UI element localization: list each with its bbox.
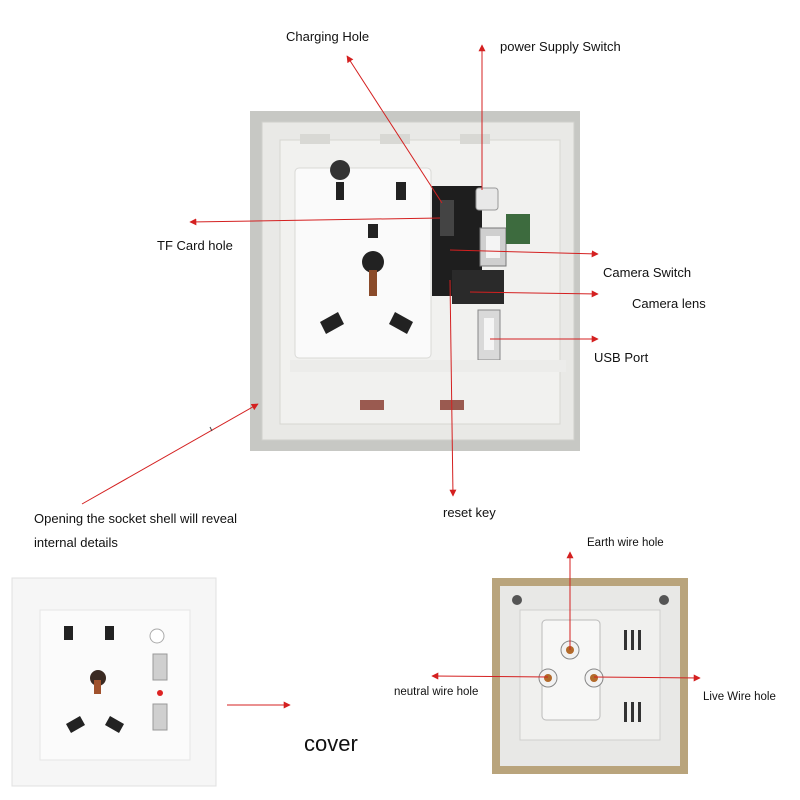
label-usb-port: USB Port: [594, 350, 649, 365]
opened-socket-photo: [250, 111, 580, 451]
socket-back-photo: [492, 578, 688, 774]
label-power-supply-switch: power Supply Switch: [500, 39, 621, 54]
label-charging-hole: Charging Hole: [286, 29, 370, 44]
label-opening-line2: internal details: [34, 535, 118, 550]
label-tf-card-hole: TF Card hole: [157, 238, 233, 253]
socket-cover-photo: [11, 577, 217, 787]
label-earth-wire-hole: Earth wire hole: [587, 537, 664, 549]
label-camera-lens: Camera lens: [632, 296, 706, 311]
label-neutral-wire-hole: neutral wire hole: [394, 686, 479, 698]
label-reset-key: reset key: [443, 505, 496, 520]
label-cover: cover: [304, 731, 358, 756]
label-camera-switch: Camera Switch: [603, 265, 692, 280]
label-opening-line1: Opening the socket shell will reveal: [34, 511, 238, 526]
label-live-wire-hole: Live Wire hole: [703, 691, 776, 703]
